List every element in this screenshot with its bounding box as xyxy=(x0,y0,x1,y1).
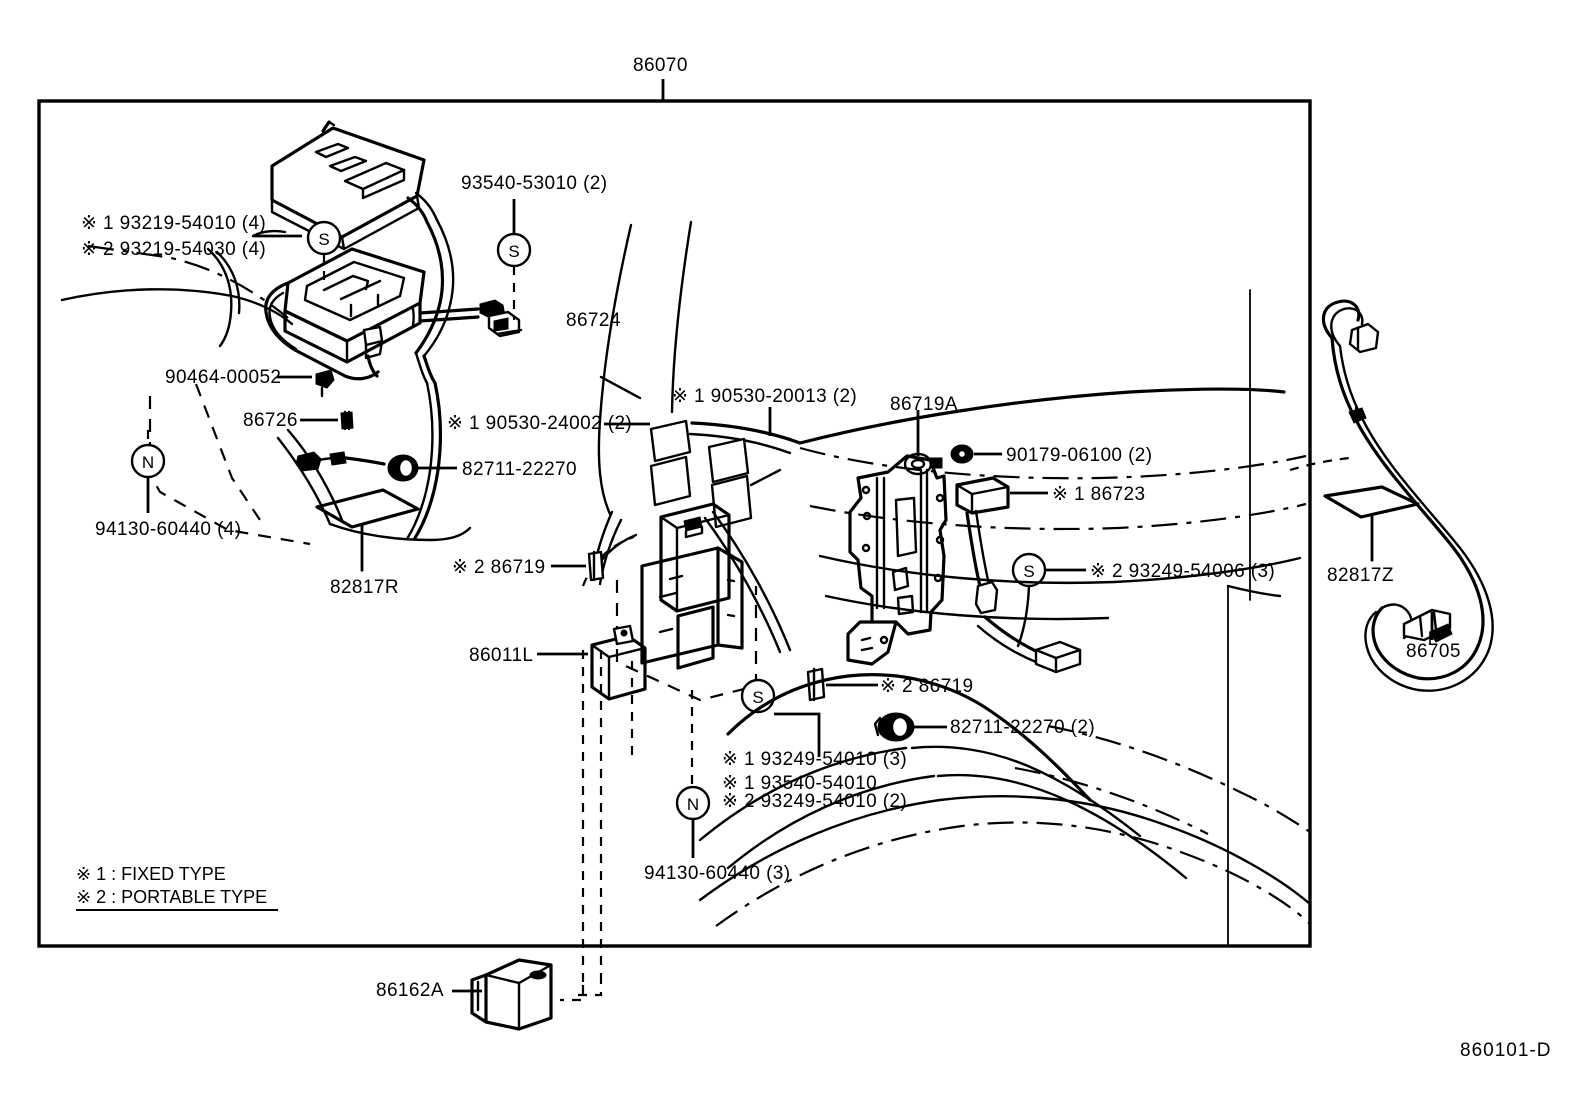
body-dashdot-2 xyxy=(1014,766,1209,835)
part-86724-connector xyxy=(479,299,523,338)
part-cradle xyxy=(264,247,426,381)
svg-text:S: S xyxy=(508,242,519,261)
label-82711-22270-upper: 82711-22270 xyxy=(462,459,577,480)
part-86719-left xyxy=(551,550,605,582)
part-82711-22270-upper xyxy=(387,454,457,482)
body-curve-4 xyxy=(698,746,908,842)
body-curve-5 xyxy=(726,774,936,870)
marker-s-93540: S xyxy=(496,199,532,320)
label-86719-mid: ※ 2 86719 xyxy=(880,676,974,697)
label-90179-06100: 90179-06100 (2) xyxy=(1006,445,1153,466)
part-handset-cord xyxy=(405,218,455,541)
pillar-line-2 xyxy=(670,220,693,414)
label-86719-left: ※ 2 86719 xyxy=(452,557,546,578)
body-curve-6 xyxy=(698,794,1312,906)
svg-text:N: N xyxy=(142,453,154,472)
svg-text:S: S xyxy=(752,688,763,707)
diagram-border xyxy=(37,99,1312,948)
part-90530-pads xyxy=(604,407,772,529)
radio-dash-box xyxy=(615,580,758,702)
label-93540-53010: 93540-53010 (2) xyxy=(461,173,608,194)
part-90179-06100 xyxy=(950,444,1002,464)
label-82817R: 82817R xyxy=(330,577,399,598)
part-82711-22270-lower xyxy=(873,712,947,742)
body-dashdot-1 xyxy=(1047,724,1311,833)
region-82817Z-dash xyxy=(1289,456,1351,472)
trim-curve-left-2 xyxy=(206,247,233,348)
body-curve-1 xyxy=(726,673,1092,802)
body-curve-3 xyxy=(936,773,1188,880)
part-90464-00052 xyxy=(277,369,335,398)
marker-n-left: N xyxy=(130,430,166,513)
label-93219-54010: ※ 1 93219-54010 (4) xyxy=(81,213,267,234)
trim-curve-left xyxy=(60,288,234,302)
label-94130-60440-4: 94130-60440 (4) xyxy=(95,519,242,540)
label-90464-00052: 90464-00052 xyxy=(165,367,282,388)
label-90530-20013: ※ 1 90530-20013 (2) xyxy=(672,386,858,407)
diagram-id: 860101-D xyxy=(1460,1040,1552,1061)
pillar-line-3 xyxy=(599,375,642,400)
marker-s-cradle: S xyxy=(306,220,342,288)
part-cradle-lead xyxy=(411,307,480,327)
body-curve-2 xyxy=(910,745,1142,838)
label-93249-54006: ※ 2 93249-54006 (3) xyxy=(1090,561,1276,582)
label-93540-54010: ※ 1 93540-54010 xyxy=(722,773,878,794)
link-86162A xyxy=(560,985,585,1002)
legend-fixed-type: ※ 1 : FIXED TYPE xyxy=(76,864,226,884)
svg-text:S: S xyxy=(1023,562,1034,581)
part-antenna-base xyxy=(295,451,386,472)
trim-line-upper-left xyxy=(87,244,289,319)
floor-outline-left xyxy=(276,436,332,526)
label-93249-54010-2: ※ 2 93249-54010 (2) xyxy=(722,791,908,812)
harness-right xyxy=(711,510,792,652)
svg-text:N: N xyxy=(687,795,699,814)
marker-s-bottom: S xyxy=(740,678,821,757)
label-93219-54030: ※ 2 93219-54030 (4) xyxy=(81,239,267,260)
part-86723-module xyxy=(955,476,1048,615)
part-radio-unit xyxy=(640,502,744,670)
label-86726: 86726 xyxy=(243,410,298,431)
legend-underline xyxy=(76,909,278,911)
label-94130-60440-3: 94130-60440 (3) xyxy=(644,863,791,884)
part-86719-mid xyxy=(806,667,878,702)
label-86719A: 86719A xyxy=(890,394,958,415)
part-86162A-module xyxy=(452,958,553,1031)
part-86705-antenna xyxy=(1321,299,1494,692)
label-90530-24002: ※ 1 90530-24002 (2) xyxy=(447,413,633,434)
marker-n-bottom: N xyxy=(675,785,711,858)
label-86011L: 86011L xyxy=(469,645,534,666)
marker-s-right: S xyxy=(1011,552,1086,648)
cowl-dashdot xyxy=(799,446,1307,480)
label-86070: 86070 xyxy=(633,55,688,76)
svg-text:S: S xyxy=(318,230,329,249)
part-handset xyxy=(270,120,439,251)
cowl-line-2 xyxy=(818,554,1302,585)
leader-93219 xyxy=(251,229,302,238)
body-dashdot-3 xyxy=(715,821,1311,927)
part-harness-connector-right xyxy=(976,615,1082,674)
label-82817Z: 82817Z xyxy=(1327,565,1394,586)
label-82711-22270-lower: 82711-22270 (2) xyxy=(950,717,1096,738)
legend-portable-type: ※ 2 : PORTABLE TYPE xyxy=(76,887,268,907)
cowl-sweep xyxy=(690,421,802,445)
label-86162A: 86162A xyxy=(376,980,444,1001)
label-93249-54010-3: ※ 1 93249-54010 (3) xyxy=(722,749,908,770)
part-86011L-relay xyxy=(537,624,647,701)
part-86726 xyxy=(300,410,354,431)
label-86705: 86705 xyxy=(1406,641,1461,662)
label-86724: 86724 xyxy=(566,310,621,331)
part-82817R-pad xyxy=(315,488,420,572)
pillar-line-1 xyxy=(597,223,633,516)
pillar-line-4 xyxy=(749,468,782,487)
label-86723: ※ 1 86723 xyxy=(1052,484,1146,505)
part-86719A-bracket xyxy=(846,410,948,666)
